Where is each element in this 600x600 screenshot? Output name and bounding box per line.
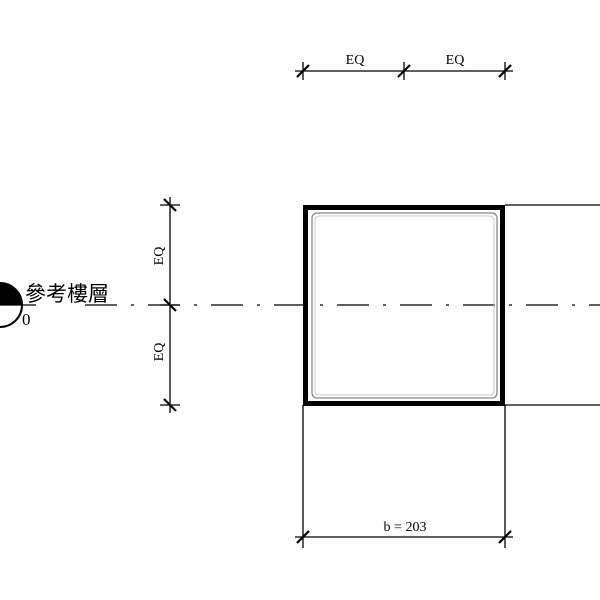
level-marker-icon <box>0 282 36 328</box>
top-dimension <box>295 62 513 80</box>
left-dimension-lower-label: EQ <box>152 343 167 362</box>
top-dimension-right-label: EQ <box>446 53 465 68</box>
column-outline <box>303 205 505 406</box>
column-inner-profile-secondary <box>314 215 495 396</box>
left-dimension <box>160 197 180 413</box>
top-dimension-left-label: EQ <box>346 53 365 68</box>
level-name: 參考樓層 <box>25 282 109 306</box>
bottom-dimension <box>295 405 513 548</box>
level-elevation: 0 <box>22 310 31 329</box>
left-dimension-upper-label: EQ <box>152 247 167 266</box>
column-inner-profile <box>311 212 498 399</box>
bottom-dimension-label: b = 203 <box>384 520 427 535</box>
